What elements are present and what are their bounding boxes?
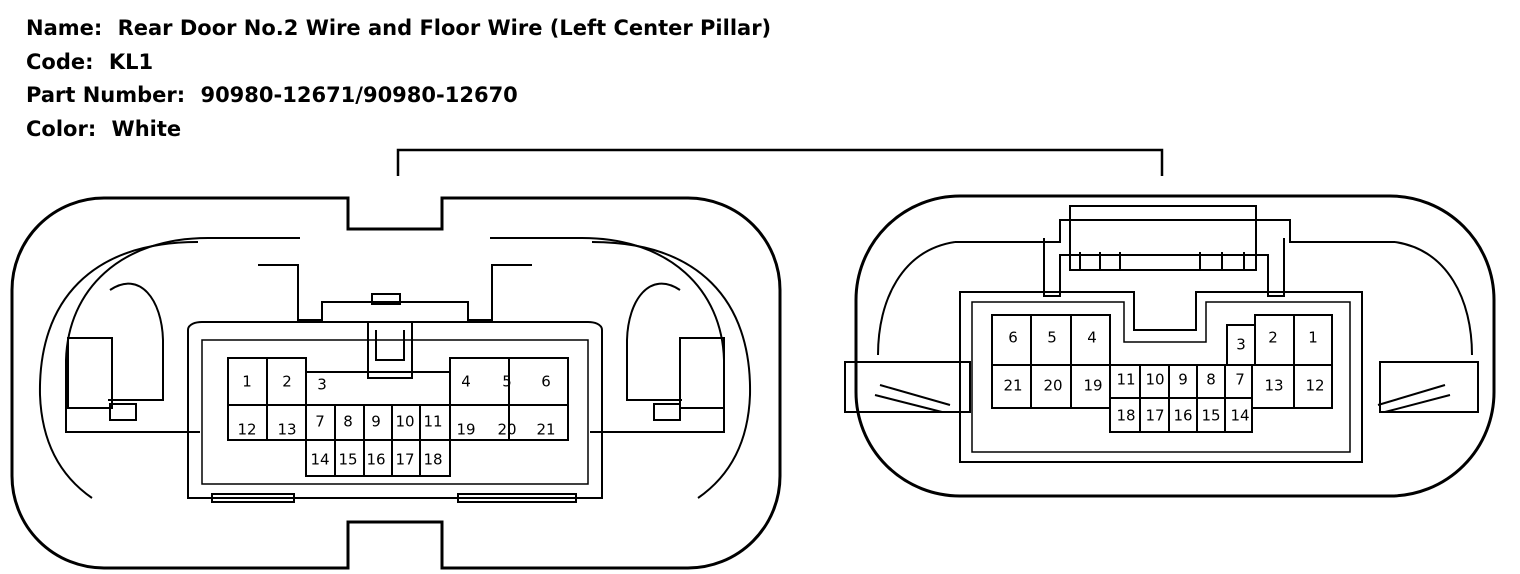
left-inner-shoulder-left [65, 237, 300, 433]
left-bottom-rail-right [457, 493, 577, 503]
right-pin-13: 13 [1264, 377, 1283, 395]
left-side-latch-left [67, 337, 113, 409]
color-row: Color: White [26, 113, 771, 147]
right-pin-17: 17 [1145, 407, 1164, 425]
left-cavity-grid [227, 357, 569, 477]
right-pin-8: 8 [1206, 371, 1216, 389]
color-value: White [111, 116, 182, 141]
left-side-latch-right [679, 337, 725, 409]
right-inner-body [959, 291, 1363, 463]
left-pin-7: 7 [315, 413, 325, 431]
left-pin-13: 13 [277, 421, 296, 439]
left-inner-arc-right [591, 241, 752, 499]
color-label: Color: [26, 116, 97, 141]
right-pin-18: 18 [1116, 407, 1135, 425]
left-pin-11: 11 [423, 413, 442, 431]
left-center-lock [258, 264, 532, 321]
left-pin-16: 16 [366, 451, 385, 469]
left-pin-1: 1 [242, 373, 252, 391]
right-pin-15: 15 [1201, 407, 1220, 425]
right-housing-outline [854, 194, 1496, 498]
left-latch-tab-right [653, 403, 681, 421]
right-inner-body-rim [971, 301, 1351, 453]
name-label: Name: [26, 16, 103, 40]
right-top-lock-tab [1069, 205, 1257, 271]
right-pin-12: 12 [1305, 377, 1324, 395]
right-inner-arc-right [1394, 241, 1473, 356]
right-cavity-grid [991, 314, 1333, 433]
right-side-rail-left [844, 361, 971, 413]
pairing-bracket [396, 148, 1164, 176]
right-pin-21: 21 [1003, 377, 1022, 395]
part-number-row: Part Number: 90980-12671/90980-12670 [26, 79, 771, 113]
right-pin-2: 2 [1268, 329, 1278, 347]
left-pin-20: 20 [497, 421, 516, 439]
left-pin-21: 21 [536, 421, 555, 439]
left-inner-arc-left [38, 241, 199, 499]
right-pin-9: 9 [1178, 371, 1188, 389]
right-rail-slot-left [874, 384, 951, 413]
right-pin-4: 4 [1087, 329, 1097, 347]
left-pin-2: 2 [282, 373, 292, 391]
right-pin-5: 5 [1047, 329, 1057, 347]
part-number-label: Part Number: [26, 83, 186, 107]
right-pin-19: 19 [1083, 377, 1102, 395]
name-value: Rear Door No.2 Wire and Floor Wire (Left… [117, 16, 772, 40]
right-pin-20: 20 [1043, 377, 1062, 395]
left-inner-body [187, 321, 603, 499]
left-inner-shoulder-right [490, 237, 725, 433]
code-row: Code: KL1 [26, 46, 771, 80]
left-latch-arc-left [108, 282, 164, 401]
left-bottom-rail-left [211, 493, 295, 503]
right-pin-10: 10 [1145, 371, 1164, 389]
left-inner-body-rim [201, 339, 589, 485]
right-rail-slot-right [1377, 384, 1451, 413]
left-pin-12: 12 [237, 421, 256, 439]
left-pin-14: 14 [310, 451, 329, 469]
right-lock-ribs [1079, 252, 1245, 270]
right-pin-7: 7 [1235, 371, 1245, 389]
right-side-rail-right [1379, 361, 1479, 413]
connector-info: Name: Rear Door No.2 Wire and Floor Wire… [26, 12, 771, 146]
name-row: Name: Rear Door No.2 Wire and Floor Wire… [26, 12, 771, 46]
part-number-value: 90980-12671/90980-12670 [200, 83, 518, 107]
right-pin-1: 1 [1308, 329, 1318, 347]
left-pin-18: 18 [423, 451, 442, 469]
right-pin-11: 11 [1116, 371, 1135, 389]
left-pin-4: 4 [461, 373, 471, 391]
left-latch-arc-right [626, 282, 682, 401]
right-lock-frame [1043, 238, 1285, 297]
left-lock-bump [371, 293, 401, 305]
left-lock-slot-inner [375, 330, 405, 361]
right-pin-16: 16 [1173, 407, 1192, 425]
left-pin-15: 15 [338, 451, 357, 469]
left-pin-19: 19 [456, 421, 475, 439]
code-value: KL1 [108, 49, 154, 74]
right-inner-ledge [955, 219, 1395, 243]
right-inner-arc-left [877, 241, 956, 356]
left-latch-tab-left [109, 403, 137, 421]
left-pin-5: 5 [502, 373, 512, 391]
left-pin-17: 17 [395, 451, 414, 469]
left-housing-outline [10, 196, 782, 570]
left-pin-6: 6 [541, 373, 551, 391]
right-pin-6: 6 [1008, 329, 1018, 347]
left-pin-8: 8 [343, 413, 353, 431]
right-pin-14: 14 [1230, 407, 1249, 425]
right-pin-3: 3 [1236, 336, 1246, 354]
left-pin-10: 10 [395, 413, 414, 431]
left-lock-slot [367, 322, 413, 379]
code-label: Code: [26, 49, 94, 74]
left-pin-9: 9 [371, 413, 381, 431]
left-pin-3: 3 [317, 376, 327, 394]
